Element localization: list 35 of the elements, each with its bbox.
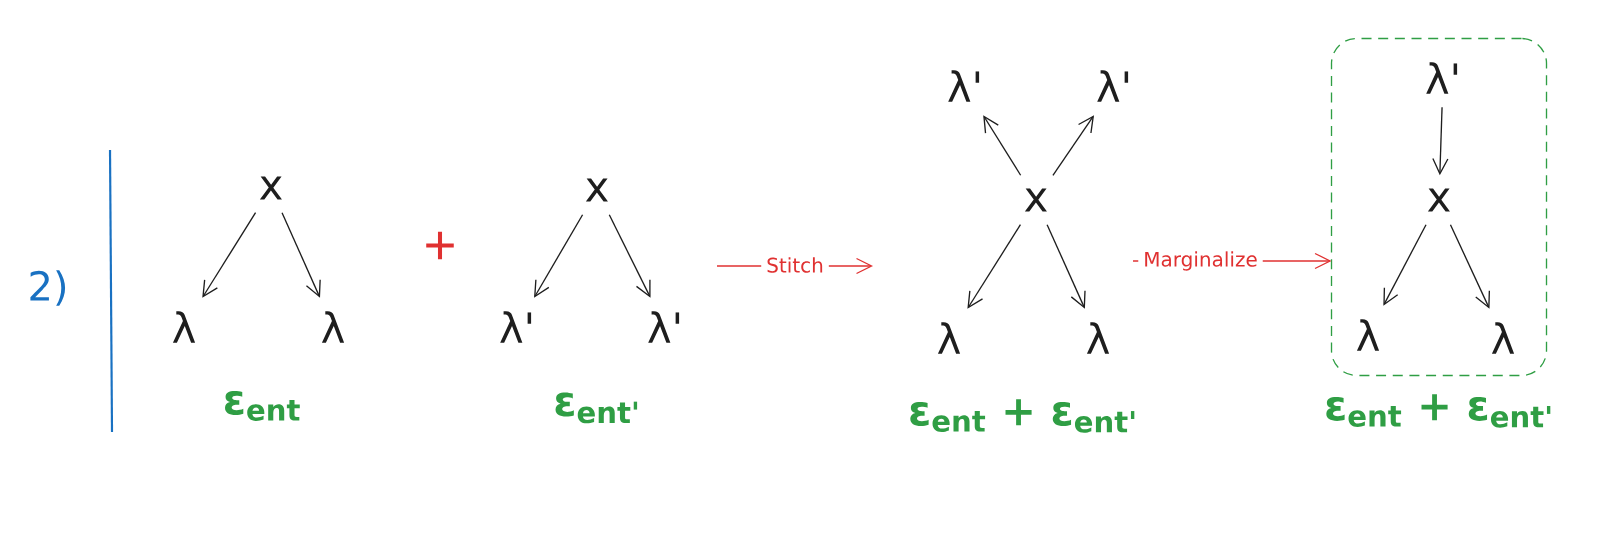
arrow xyxy=(281,212,321,298)
variable-label: λ' xyxy=(500,311,532,343)
variable-label: λ' xyxy=(1426,62,1458,94)
plus-sign: + xyxy=(426,231,454,260)
variable-label: λ' xyxy=(648,311,680,343)
arrow xyxy=(1449,224,1491,309)
variable-label: λ xyxy=(172,311,196,343)
variable-label: λ xyxy=(1356,319,1380,351)
variable-label: λ xyxy=(1491,322,1515,354)
formula: ε$_{ent}$ + ε$_{ent'}$ xyxy=(910,399,1135,433)
variable-label: λ xyxy=(1086,322,1110,354)
arrow xyxy=(608,214,651,298)
variable-label: x xyxy=(1427,188,1450,212)
formula: ε$_{ent'}$ xyxy=(555,392,638,424)
arrow xyxy=(534,214,584,298)
formula: ε$_{ent}$ xyxy=(225,391,300,421)
arrow xyxy=(1052,115,1095,176)
edge-label: Marginalize xyxy=(1138,246,1263,276)
dashed-box xyxy=(1330,37,1548,377)
variable-label: x xyxy=(259,176,282,200)
variable-label: λ xyxy=(321,311,345,343)
arrow xyxy=(1432,106,1449,176)
arrow-label: Stitch xyxy=(761,252,829,278)
arrow xyxy=(202,212,257,298)
variable-label: λ' xyxy=(948,70,980,102)
arrow xyxy=(967,224,1022,309)
variable-label: λ xyxy=(937,322,961,354)
formula: ε$_{ent}$ + ε$_{ent'}$ xyxy=(1326,394,1551,428)
variable-label: x xyxy=(1024,188,1047,212)
variable-label: λ' xyxy=(1097,70,1129,102)
arrow xyxy=(1383,224,1427,306)
step-number: 2) xyxy=(30,270,66,306)
variable-label: x xyxy=(585,178,608,202)
arrow xyxy=(983,115,1022,176)
arrow xyxy=(1046,224,1086,309)
